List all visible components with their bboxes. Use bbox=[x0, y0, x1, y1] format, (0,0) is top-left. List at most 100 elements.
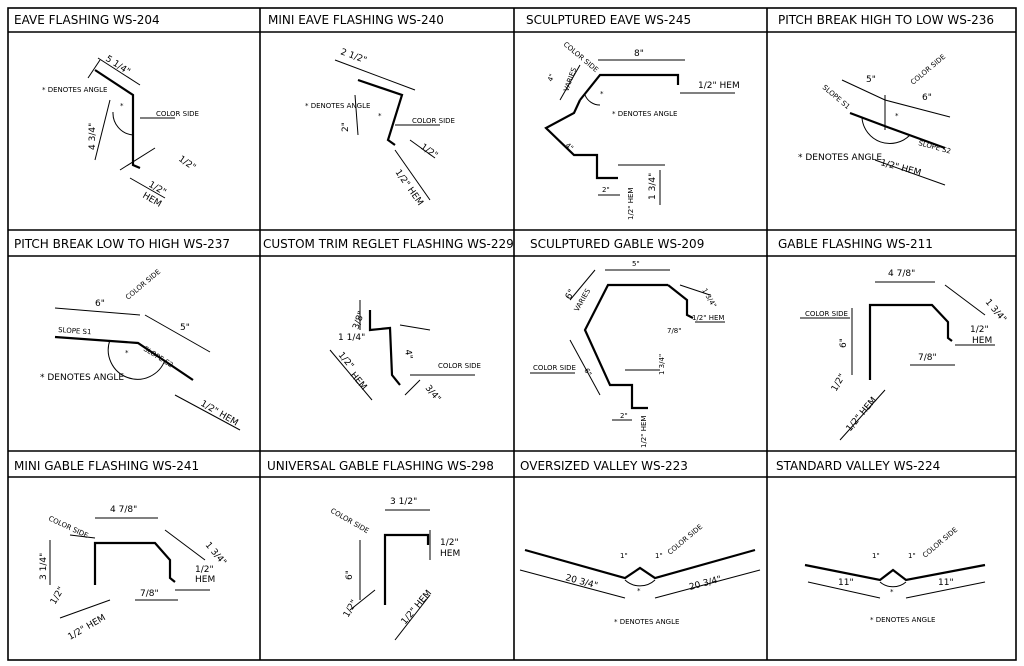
diagram-ws211: 4 7/8" 1 3/4" 1/2" HEM 7/8" 6" 1/2" 1/2"… bbox=[800, 269, 1008, 441]
dim-right: 20 3/4" bbox=[688, 575, 722, 593]
dim-mid: 4" bbox=[564, 141, 575, 152]
dim-d: 3/4" bbox=[423, 384, 443, 405]
dim-side: 6" bbox=[839, 338, 849, 348]
dim-top: 8" bbox=[634, 49, 644, 59]
panel-title-ws236: PITCH BREAK HIGH TO LOW WS-236 bbox=[778, 13, 994, 27]
dim-side: 6" bbox=[345, 570, 355, 580]
panel-title-ws237: PITCH BREAK LOW TO HIGH WS-237 bbox=[14, 237, 230, 251]
svg-text:*: * bbox=[637, 587, 641, 595]
diagram-ws209: 5" 6" VARIES 1 3/4" 1/2" HEM 7/8" 6" 1 3… bbox=[530, 260, 725, 448]
dim-bot: 2" bbox=[602, 186, 610, 194]
note-angle: * DENOTES ANGLE bbox=[42, 86, 107, 94]
dim-bot: 1/2" bbox=[830, 372, 848, 393]
dim-b: 1 1/4" bbox=[338, 333, 365, 343]
svg-text:*: * bbox=[600, 90, 604, 98]
dim-bot: 1/2" bbox=[49, 585, 67, 606]
diagram-ws245: * 8" 1/2" HEM 4" VARIES * DENOTES ANGLE … bbox=[544, 40, 740, 220]
dim-a: 6" bbox=[95, 299, 105, 309]
dim-in: 7/8" bbox=[667, 327, 682, 335]
panel-title-ws209: SCULPTURED GABLE WS-209 bbox=[530, 237, 704, 251]
dim-right: 11" bbox=[938, 578, 954, 588]
svg-text:*: * bbox=[125, 349, 129, 357]
color-side-label: COLOR SIDE bbox=[412, 117, 455, 125]
color-side-label: COLOR SIDE bbox=[921, 526, 959, 560]
panel-title-ws229: CUSTOM TRIM REGLET FLASHING WS-229 bbox=[263, 237, 514, 251]
dim-side: 3 1/4" bbox=[39, 553, 49, 580]
dim-hem: 1/2" bbox=[176, 154, 197, 173]
dim-hem: 1/2" HEM bbox=[692, 314, 724, 322]
slope-s2: SLOPE S2 bbox=[142, 345, 175, 369]
dim-varies2: VARIES bbox=[562, 66, 578, 93]
color-side-label: COLOR SIDE bbox=[805, 310, 848, 318]
dim-drop: 1 3/4" bbox=[648, 173, 658, 200]
dim-hem: 1/2" bbox=[418, 142, 439, 161]
panel-title-ws240: MINI EAVE FLASHING WS-240 bbox=[268, 13, 444, 27]
dim-bothem: 1/2" HEM bbox=[400, 589, 434, 627]
svg-text:*: * bbox=[895, 112, 899, 120]
diagram-ws240: * 2 1/2" 2" 1/2" 1/2" HEM * DENOTES ANGL… bbox=[305, 47, 455, 207]
color-side-label: COLOR SIDE bbox=[329, 507, 370, 535]
dim-top: 5" bbox=[632, 260, 640, 268]
dim-t2: 1" bbox=[908, 552, 916, 560]
note-angle: * DENOTES ANGLE bbox=[614, 618, 679, 626]
slope-s2: SLOPE S2 bbox=[917, 139, 951, 155]
color-side-label: COLOR SIDE bbox=[562, 40, 600, 74]
diagram-ws223: * 20 3/4" 20 3/4" * DENOTES ANGLE COLOR … bbox=[519, 523, 761, 626]
dim-hem2: 1/2" HEM bbox=[627, 188, 635, 220]
dim-top: 5 1/4" bbox=[103, 54, 131, 77]
dim-hem2: 1/2" HEM bbox=[393, 168, 425, 208]
dim-bothem: 1/2" HEM bbox=[67, 613, 108, 643]
dim-hem2: HEM bbox=[195, 575, 215, 585]
dim-hem: 1/2" bbox=[195, 565, 214, 575]
diagram-ws241: 4 7/8" 1 3/4" 1/2" HEM 7/8" 3 1/4" 1/2" … bbox=[39, 505, 228, 643]
dim-hem: 1/2" HEM bbox=[698, 81, 740, 91]
diagram-ws298: 3 1/2" 1/2" HEM 6" 1/2" 1/2" HEM COLOR S… bbox=[329, 497, 460, 641]
svg-text:*: * bbox=[120, 102, 124, 110]
dim-bot: 2" bbox=[620, 412, 628, 420]
dim-in: 7/8" bbox=[140, 589, 159, 599]
dim-hem2: HEM bbox=[972, 336, 992, 346]
grid-lines bbox=[7, 7, 1017, 661]
dim-b: 6" bbox=[922, 93, 932, 103]
dim-hem2: HEM bbox=[348, 371, 369, 393]
dim-left: 11" bbox=[838, 578, 854, 588]
dim-bot: 1/2" bbox=[342, 598, 360, 619]
note-angle: * DENOTES ANGLE bbox=[612, 110, 677, 118]
diagram-ws224: * 11" 11" * DENOTES ANGLE COLOR SIDE 1" … bbox=[804, 526, 986, 624]
dim-b: 5" bbox=[180, 323, 190, 333]
dim-left: 20 3/4" bbox=[564, 573, 598, 591]
note-angle: * DENOTES ANGLE bbox=[870, 616, 935, 624]
note-angle: * DENOTES ANGLE bbox=[798, 153, 882, 163]
color-side-label: COLOR SIDE bbox=[666, 523, 704, 557]
dim-r: 1 3/4" bbox=[203, 541, 228, 568]
dim-hem: 1/2" HEM bbox=[879, 158, 922, 178]
svg-text:*: * bbox=[890, 588, 894, 596]
panel-title-ws204: EAVE FLASHING WS-204 bbox=[14, 13, 160, 27]
diagram-ws236: * 5" 6" SLOPE S1 SLOPE S2 * DENOTES ANGL… bbox=[798, 53, 952, 186]
dim-c: 4" bbox=[402, 349, 414, 360]
dim-hem: 1/2" bbox=[440, 538, 459, 548]
dim-r: 1 3/4" bbox=[983, 298, 1008, 325]
dim-hem2: 1/2" HEM bbox=[640, 416, 648, 448]
dim-t2: 1" bbox=[655, 552, 663, 560]
color-side-label: COLOR SIDE bbox=[124, 268, 162, 302]
slope-s1: SLOPE S1 bbox=[58, 326, 92, 336]
dim-hem2: HEM bbox=[440, 549, 460, 559]
dim-side: 4 3/4" bbox=[88, 123, 98, 150]
panel-title-ws211: GABLE FLASHING WS-211 bbox=[778, 237, 933, 251]
svg-text:*: * bbox=[378, 112, 382, 120]
diagram-ws229: 3/8" 1 1/4" 4" 1/2" HEM 3/4" COLOR SIDE bbox=[329, 300, 481, 405]
dim-t1: 1" bbox=[872, 552, 880, 560]
dim-a: 3/8" bbox=[351, 310, 367, 331]
dim-v2: VARIES bbox=[573, 287, 593, 313]
dim-top: 4 7/8" bbox=[888, 269, 915, 279]
dim-varies: 4" bbox=[546, 73, 556, 83]
dim-a: 5" bbox=[866, 75, 876, 85]
dim-top: 4 7/8" bbox=[110, 505, 137, 515]
dim-v: 6" bbox=[564, 288, 578, 302]
panel-title-ws224: STANDARD VALLEY WS-224 bbox=[776, 459, 940, 473]
diagram-ws237: * 6" 5" SLOPE S1 SLOPE S2 * DENOTES ANGL… bbox=[40, 268, 241, 431]
diagram-ws204: * 5 1/4" 4 3/4" 1/2" 1/2" HEM * DENOTES … bbox=[42, 54, 199, 210]
dim-drop: 1 3/4" bbox=[658, 354, 666, 375]
